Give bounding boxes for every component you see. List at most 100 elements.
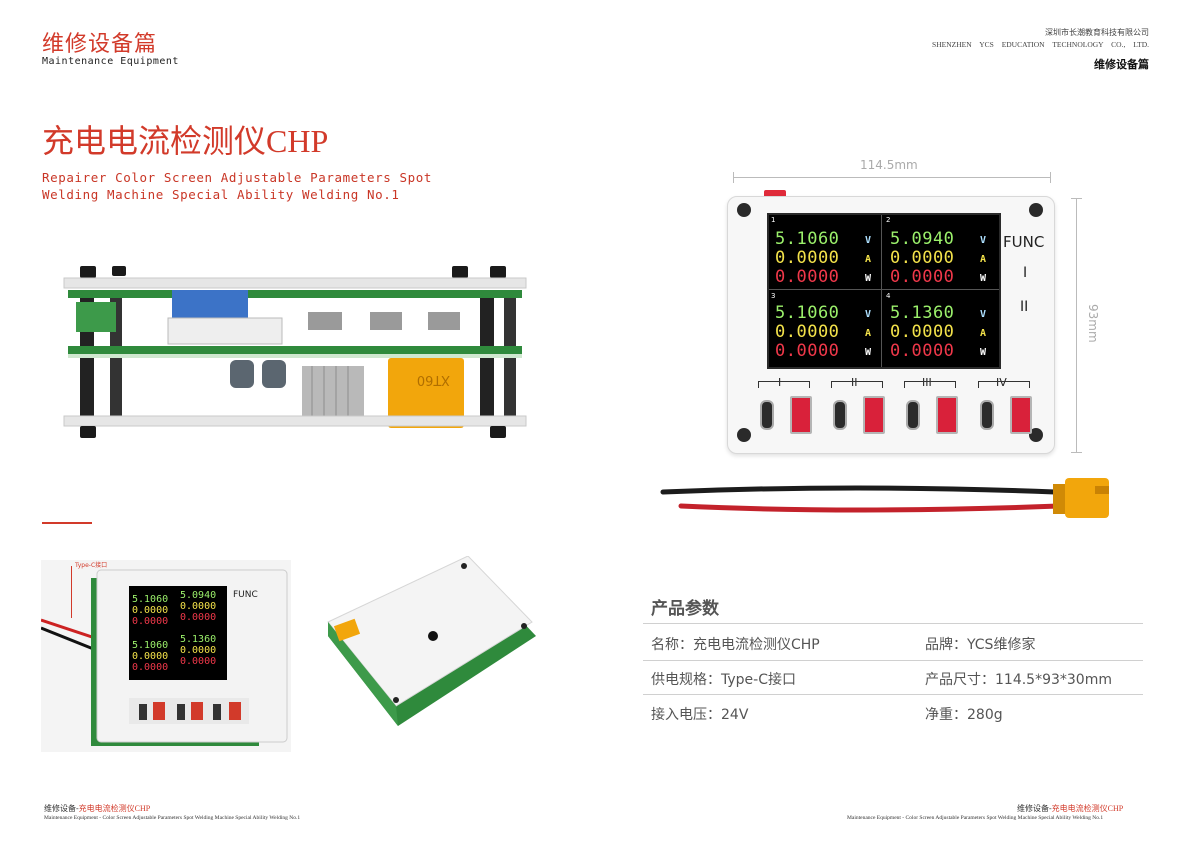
angled-front-photo: Type-C接口 5.1060 0.0000 0.0000 5.0940 0.0… bbox=[41, 560, 291, 752]
dimension-width-label: 114.5mm bbox=[860, 158, 918, 172]
mini-lcd-a1: 0.0000 bbox=[132, 605, 169, 616]
lcd-channel-1: 1 5.1060 0.0000 0.0000 V A W bbox=[769, 215, 882, 288]
spec-brand: 品牌：YCS维修家 bbox=[925, 637, 1036, 653]
footer-left-title: 维修设备-充电电流检测仪CHP bbox=[44, 803, 150, 814]
footer-right-prefix: 维修设备- bbox=[1017, 804, 1052, 813]
red-tab bbox=[764, 190, 786, 198]
lcd-unit-v: V bbox=[980, 235, 987, 246]
dimension-width-tick-left bbox=[733, 172, 734, 183]
port-label-1: I bbox=[778, 376, 782, 389]
lcd-channel-number: 3 bbox=[771, 292, 776, 300]
screw-icon bbox=[737, 428, 751, 442]
port-bracket bbox=[904, 381, 956, 388]
port-bracket bbox=[758, 381, 810, 388]
mini-lcd-a2: 0.0000 bbox=[180, 601, 217, 612]
lcd-divider-v bbox=[881, 215, 882, 367]
lcd-power: 0.0000 bbox=[890, 267, 955, 287]
lcd-power: 0.0000 bbox=[775, 267, 840, 287]
side-button-label-2: II bbox=[1020, 299, 1029, 315]
spec-divider bbox=[643, 660, 1143, 661]
mini-lcd-a4: 0.0000 bbox=[180, 645, 217, 656]
lcd-screen: 1 5.1060 0.0000 0.0000 V A W 2 5.0940 0.… bbox=[767, 213, 1001, 369]
lcd-channel-number: 1 bbox=[771, 216, 776, 224]
header-subtitle: Maintenance Equipment bbox=[42, 56, 179, 67]
xt60-cable bbox=[660, 478, 1109, 518]
lcd-unit-w: W bbox=[865, 347, 872, 358]
lcd-channel-2: 2 5.0940 0.0000 0.0000 V A W bbox=[884, 215, 997, 288]
dimension-width-line bbox=[733, 177, 1051, 178]
dimension-height-label: 93mm bbox=[1086, 304, 1100, 343]
lcd-power: 0.0000 bbox=[775, 341, 840, 361]
company-name-cn: 深圳市长潮教育科技有限公司 bbox=[1045, 28, 1149, 37]
usb-a-port bbox=[1010, 396, 1032, 434]
angled-back-photo bbox=[327, 556, 536, 726]
lcd-voltage: 5.0940 bbox=[890, 229, 955, 249]
header-title: 维修设备篇 bbox=[42, 32, 158, 57]
footer-right-subtitle: Maintenance Equipment - Color Screen Adj… bbox=[847, 815, 1104, 821]
usb-c-port bbox=[906, 400, 920, 430]
mini-lcd-w3: 0.0000 bbox=[132, 662, 169, 673]
lcd-channel-3: 3 5.1060 0.0000 0.0000 V A W bbox=[769, 291, 882, 364]
spec-power: 供电规格：Type-C接口 bbox=[651, 672, 796, 688]
usb-c-port bbox=[833, 400, 847, 430]
lcd-unit-a: A bbox=[865, 254, 872, 265]
mini-lcd-v2: 5.0940 bbox=[180, 590, 217, 601]
product-title: 充电电流检测仪CHP bbox=[42, 123, 329, 159]
func-label: FUNC bbox=[1003, 233, 1045, 251]
side-button-label-1: I bbox=[1023, 265, 1028, 281]
port-label-4: IV bbox=[996, 376, 1007, 389]
screw-icon bbox=[737, 203, 751, 217]
side-view-photo: XT60 bbox=[63, 266, 527, 438]
typec-callout-line bbox=[71, 566, 72, 618]
screw-icon bbox=[1029, 428, 1043, 442]
lcd-channel-number: 4 bbox=[886, 292, 891, 300]
lcd-voltage: 5.1060 bbox=[775, 229, 840, 249]
lcd-unit-w: W bbox=[865, 273, 872, 284]
company-name-en: SHENZHEN YCS EDUCATION TECHNOLOGY CO., L… bbox=[932, 40, 1149, 49]
usb-a-port bbox=[863, 396, 885, 434]
footer-right-title: 维修设备-充电电流检测仪CHP bbox=[1017, 803, 1123, 814]
lcd-channel-4: 4 5.1360 0.0000 0.0000 V A W bbox=[884, 291, 997, 364]
lcd-current: 0.0000 bbox=[890, 248, 955, 268]
lcd-unit-v: V bbox=[865, 309, 872, 320]
dimension-height-tick-top bbox=[1071, 198, 1082, 199]
spec-divider bbox=[643, 623, 1143, 624]
footer-left-prefix: 维修设备- bbox=[44, 804, 79, 813]
lcd-unit-v: V bbox=[980, 309, 987, 320]
lcd-current: 0.0000 bbox=[775, 248, 840, 268]
mini-lcd-w4: 0.0000 bbox=[180, 656, 217, 667]
spec-size: 产品尺寸：114.5*93*30mm bbox=[925, 672, 1112, 688]
lcd-current: 0.0000 bbox=[890, 322, 955, 342]
lcd-power: 0.0000 bbox=[890, 341, 955, 361]
mini-lcd-w1: 0.0000 bbox=[132, 616, 169, 627]
dimension-width-tick-right bbox=[1050, 172, 1051, 183]
mini-lcd-w2: 0.0000 bbox=[180, 612, 217, 623]
section-rule bbox=[42, 522, 92, 524]
port-label-2: II bbox=[851, 376, 858, 389]
lcd-voltage: 5.1360 bbox=[890, 303, 955, 323]
spec-divider bbox=[643, 694, 1143, 695]
mini-lcd-a3: 0.0000 bbox=[132, 651, 169, 662]
lcd-unit-w: W bbox=[980, 347, 987, 358]
lcd-unit-v: V bbox=[865, 235, 872, 246]
footer-left-product: 充电电流检测仪CHP bbox=[78, 804, 151, 813]
lcd-unit-a: A bbox=[980, 328, 987, 339]
spec-name: 名称：充电电流检测仪CHP bbox=[651, 637, 820, 653]
lcd-unit-a: A bbox=[865, 328, 872, 339]
spec-weight: 净重：280g bbox=[925, 707, 1003, 723]
mini-func-label: FUNC bbox=[233, 590, 258, 600]
lcd-current: 0.0000 bbox=[775, 322, 840, 342]
mini-lcd-v1: 5.1060 bbox=[132, 594, 169, 605]
port-bracket bbox=[978, 381, 1030, 388]
product-description-line-1: Repairer Color Screen Adjustable Paramet… bbox=[42, 170, 433, 185]
dimension-height-tick-bottom bbox=[1071, 452, 1082, 453]
lcd-voltage: 5.1060 bbox=[775, 303, 840, 323]
usb-c-port bbox=[760, 400, 774, 430]
product-description-line-2: Welding Machine Special Ability Welding … bbox=[42, 187, 400, 202]
spec-heading: 产品参数 bbox=[651, 599, 719, 619]
usb-c-port bbox=[980, 400, 994, 430]
lcd-unit-w: W bbox=[980, 273, 987, 284]
lcd-channel-number: 2 bbox=[886, 216, 891, 224]
mini-lcd-v4: 5.1360 bbox=[180, 634, 217, 645]
spec-voltage: 接入电压：24V bbox=[651, 707, 749, 723]
